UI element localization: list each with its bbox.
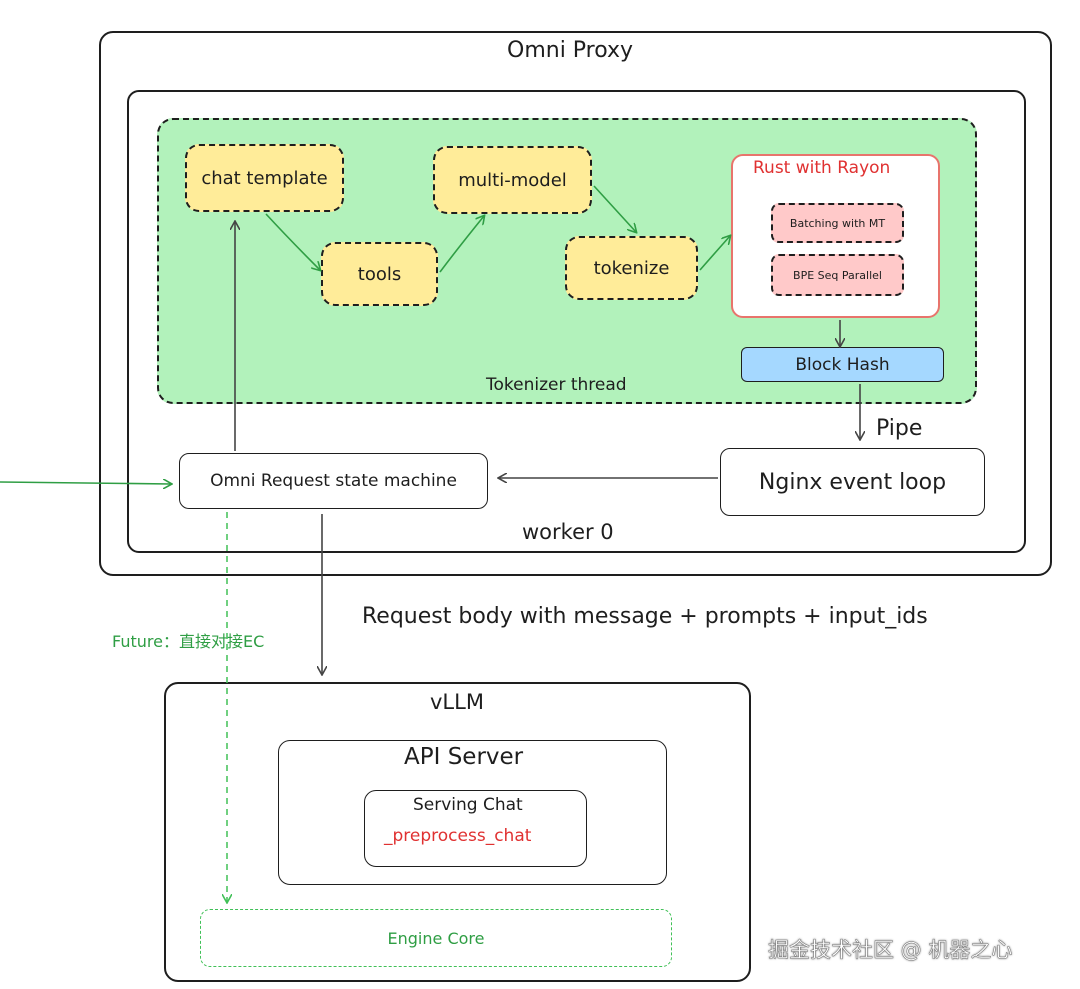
- serving-chat-box: [364, 790, 587, 867]
- future-label: Future：直接对接EC: [112, 632, 265, 651]
- vllm-container: [164, 682, 751, 982]
- request-body-label: Request body with message + prompts + in…: [362, 604, 928, 629]
- pipe-label: Pipe: [876, 416, 923, 441]
- multi-model-node: multi-model: [433, 146, 592, 214]
- api-server-box: [278, 740, 667, 885]
- request-state-machine-node: Omni Request state machine: [179, 453, 488, 509]
- omni-proxy-container: [99, 31, 1052, 576]
- bpe-seq-parallel-node: BPE Seq Parallel: [771, 254, 904, 296]
- arrow-tokenize-to-rust: [699, 236, 730, 271]
- worker-label: worker 0: [522, 520, 614, 544]
- tokenize-node: tokenize: [565, 236, 698, 300]
- arrow-multi-to-tokenize: [593, 185, 636, 232]
- arrow-chat-to-tools: [265, 213, 320, 270]
- nginx-event-loop-node: Nginx event loop: [720, 448, 985, 516]
- tokenizer-thread-label: Tokenizer thread: [486, 375, 627, 395]
- chat-template-node: chat template: [185, 144, 344, 212]
- block-hash-node: Block Hash: [741, 347, 944, 382]
- serving-chat-title: Serving Chat: [413, 795, 523, 815]
- preprocess-chat-label: _preprocess_chat: [384, 826, 532, 846]
- api-server-title: API Server: [404, 744, 524, 770]
- vllm-title: vLLM: [430, 690, 484, 714]
- worker-container: [127, 90, 1026, 553]
- arrow-tools-to-multi: [439, 216, 484, 273]
- engine-core-box: Engine Core: [200, 909, 672, 967]
- watermark: 掘金技术社区 @ 机器之心: [768, 938, 1013, 963]
- tools-node: tools: [321, 242, 438, 306]
- omni-proxy-title: Omni Proxy: [507, 38, 634, 63]
- batching-mt-node: Batching with MT: [771, 203, 904, 243]
- arrow-incoming-request: [0, 482, 171, 484]
- rust-rayon-title: Rust with Rayon: [753, 158, 891, 178]
